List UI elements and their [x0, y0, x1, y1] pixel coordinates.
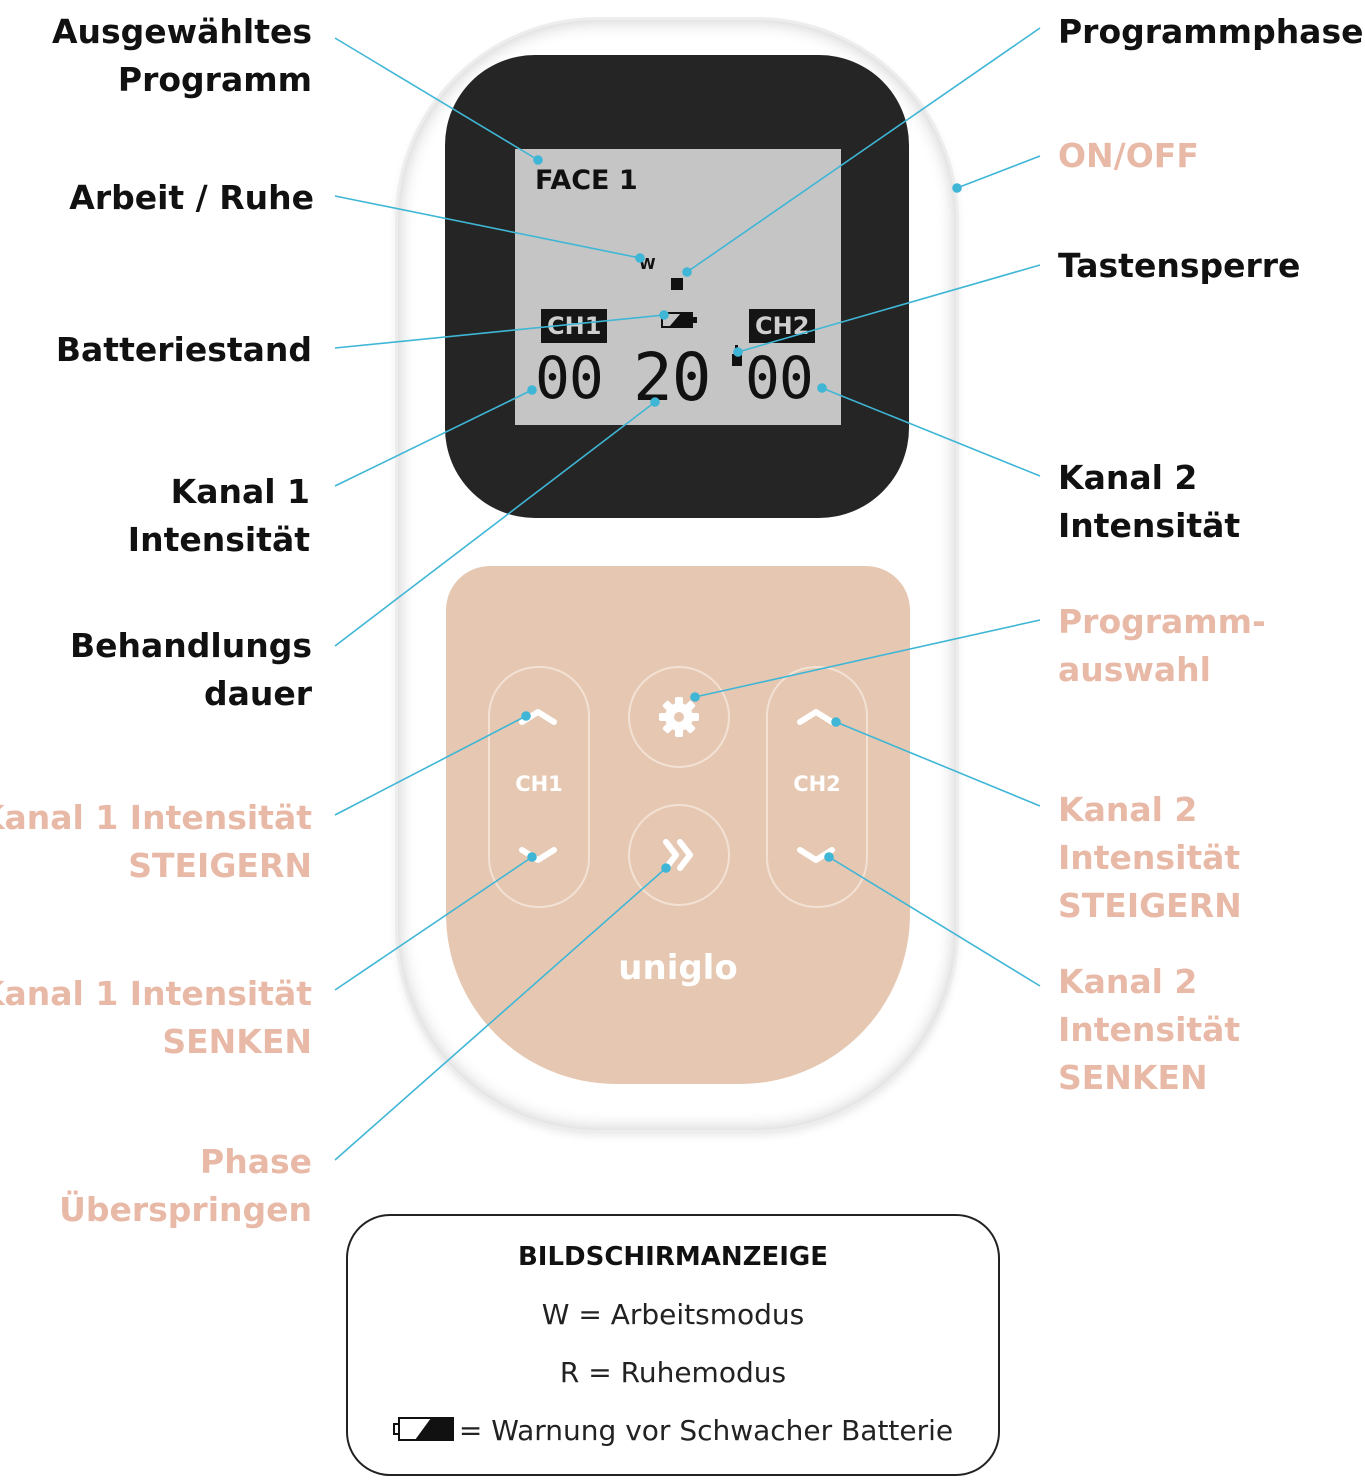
battery-warning-icon	[392, 1417, 454, 1441]
label-ch2-increase: Kanal 2 Intensität STEIGERN	[1058, 790, 1242, 925]
callout-ch1-intensity	[334, 389, 533, 487]
ch2-tag: CH2	[749, 309, 816, 343]
callout-program-phase	[686, 27, 1041, 273]
ch2-increase-button[interactable]	[796, 706, 836, 726]
callout-ch2-intensity	[821, 387, 1041, 477]
ch1-decrease-button[interactable]	[518, 846, 558, 866]
ch1-label: CH1	[515, 772, 563, 796]
callout-selected-program	[334, 37, 539, 161]
callout-program-select	[694, 619, 1041, 698]
label-ch1-intensity: Kanal 1 Intensität	[127, 472, 310, 559]
label-work-rest: Arbeit / Ruhe	[69, 178, 314, 217]
display-legend: BILDSCHIRMANZEIGE W = Arbeitsmodus R = R…	[346, 1214, 1000, 1476]
callout-ch1-decrease	[334, 856, 533, 991]
phase-indicator-icon	[671, 278, 683, 290]
battery-icon	[661, 312, 697, 328]
double-chevron-right-icon	[663, 839, 693, 871]
label-program-select: Programm- auswahl	[1058, 602, 1266, 689]
program-select-button[interactable]	[628, 666, 730, 768]
callout-on-off	[956, 155, 1041, 189]
brand-logo: uniglo	[618, 948, 738, 988]
legend-title: BILDSCHIRMANZEIGE	[517, 1242, 829, 1272]
label-skip-phase: Phase Überspringen	[59, 1142, 312, 1229]
callout-skip-phase	[334, 867, 667, 1161]
legend-work-mode: W = Arbeitsmodus	[541, 1298, 805, 1331]
program-name: FACE 1	[535, 165, 638, 196]
callout-work-rest	[334, 195, 641, 259]
ch1-control: CH1	[488, 666, 590, 908]
label-ch1-increase: Kanal 1 Intensität STEIGERN	[0, 798, 312, 885]
label-ch2-decrease: Kanal 2 Intensität SENKEN	[1058, 962, 1241, 1097]
ch2-control: CH2	[766, 666, 868, 908]
legend-battery-text: = Warnung vor Schwacher Batterie	[458, 1414, 954, 1447]
label-key-lock: Tastensperre	[1058, 246, 1301, 285]
legend-rest-mode: R = Ruhemodus	[559, 1356, 787, 1389]
label-ch2-intensity: Kanal 2 Intensität	[1058, 458, 1241, 545]
callout-key-lock	[737, 264, 1041, 353]
treatment-time-value: 20	[633, 339, 711, 416]
legend-battery-warning: = Warnung vor Schwacher Batterie	[348, 1414, 998, 1447]
callout-treatment-duration	[334, 401, 656, 647]
label-battery: Batteriestand	[55, 330, 312, 369]
skip-phase-button[interactable]	[628, 804, 730, 906]
label-treatment-duration: Behandlungs dauer	[70, 626, 312, 713]
callout-ch2-increase	[835, 721, 1041, 807]
callout-ch2-decrease	[828, 856, 1041, 987]
ch2-intensity-value: 00	[745, 344, 814, 412]
callout-battery	[334, 314, 665, 349]
callout-ch1-increase	[334, 715, 527, 816]
label-program-phase: Programmphase	[1058, 12, 1364, 51]
keypad: CH1 CH2	[446, 566, 910, 1084]
label-ch1-decrease: Kanal 1 Intensität SENKEN	[0, 974, 312, 1061]
label-selected-program: Ausgewähltes Programm	[51, 12, 312, 99]
ch1-intensity-value: 00	[535, 344, 604, 412]
gear-icon	[659, 697, 699, 737]
ch2-label: CH2	[793, 772, 841, 796]
label-on-off: ON/OFF	[1058, 136, 1199, 175]
lcd-display: FACE 1 W CH1 CH2 00 20 00	[515, 149, 841, 425]
